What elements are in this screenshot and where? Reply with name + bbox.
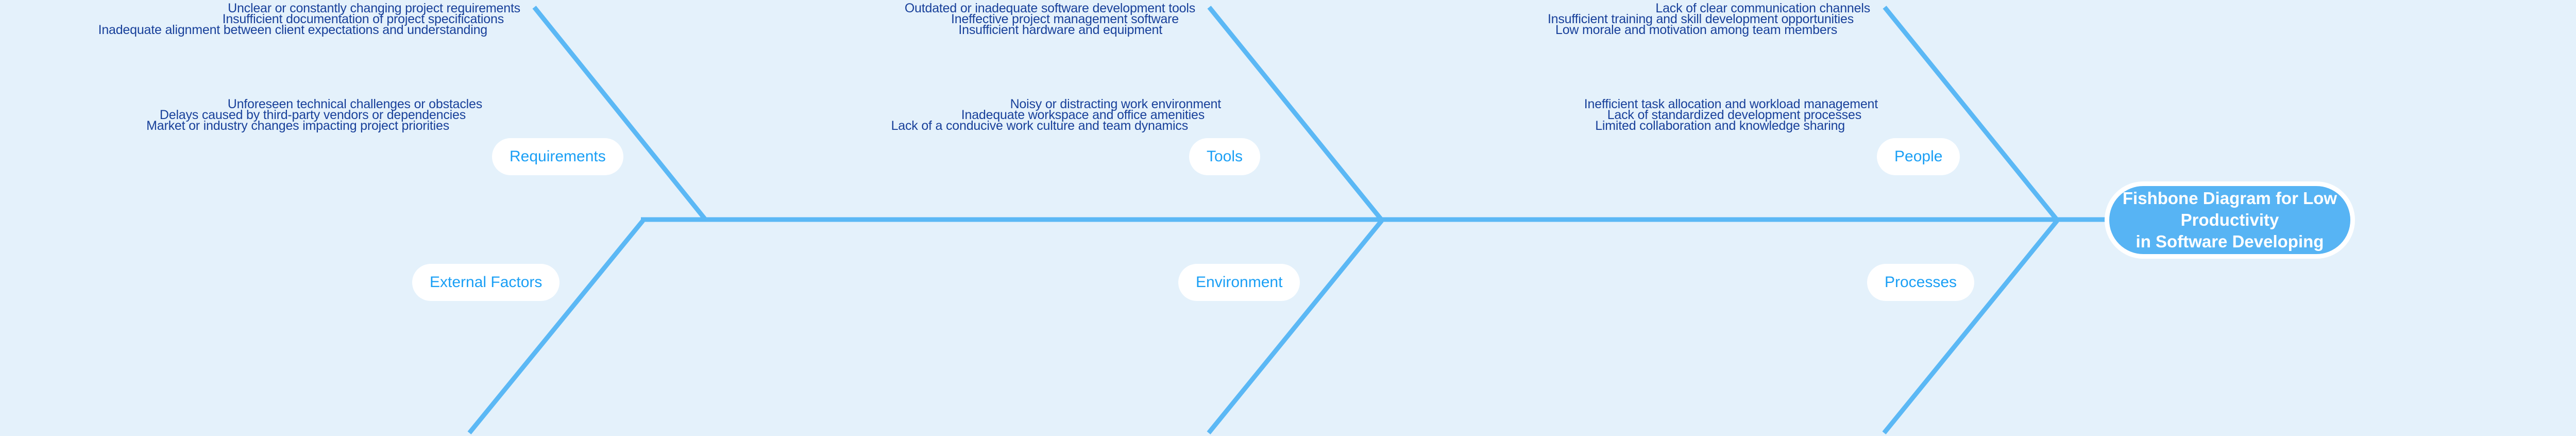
cause-label: Unclear or constantly changing project r… — [228, 1, 520, 15]
category-pill-tools[interactable]: Tools — [1189, 138, 1261, 175]
cause-label: Low morale and motivation among team mem… — [1555, 23, 1837, 37]
branch-requirements — [532, 6, 708, 222]
cause-label: Market or industry changes impacting pro… — [146, 119, 449, 133]
cause-label: Lack of clear communication channels — [1655, 1, 1870, 15]
branch-processes — [1882, 219, 2059, 434]
branch-environment — [1207, 219, 1384, 434]
cause-label: Insufficient documentation of project sp… — [222, 12, 504, 26]
category-pill-environment[interactable]: Environment — [1178, 264, 1300, 301]
cause-label: Ineffective project management software — [951, 12, 1179, 26]
category-pill-label: Environment — [1196, 274, 1283, 291]
cause-label: Inefficient task allocation and workload… — [1584, 97, 1878, 111]
branch-people — [1883, 6, 2059, 222]
diagram-head-title: Fishbone Diagram for Low Productivity in… — [2105, 181, 2355, 259]
category-pill-label: People — [1894, 148, 1943, 165]
category-pill-label: External Factors — [430, 274, 543, 291]
category-pill-people[interactable]: People — [1877, 138, 1960, 175]
cause-label: Inadequate alignment between client expe… — [98, 23, 488, 37]
branch-tools — [1207, 6, 1384, 222]
cause-label: Limited collaboration and knowledge shar… — [1595, 119, 1845, 133]
branch-external-factors — [467, 219, 645, 434]
cause-label: Inadequate workspace and office amenitie… — [961, 108, 1205, 122]
category-pill-label: Requirements — [510, 148, 606, 165]
diagram-title-line-1: Fishbone Diagram for Low Productivity — [2122, 188, 2337, 229]
cause-label: Noisy or distracting work environment — [1010, 97, 1222, 111]
category-pill-external-factors[interactable]: External Factors — [412, 264, 560, 301]
cause-label: Outdated or inadequate software developm… — [904, 1, 1195, 15]
cause-label: Unforeseen technical challenges or obsta… — [227, 97, 482, 111]
cause-label: Lack of standardized development process… — [1607, 108, 1861, 122]
diagram-title-line-2: in Software Developing — [2136, 232, 2324, 251]
category-pill-requirements[interactable]: Requirements — [492, 138, 623, 175]
category-pill-label: Processes — [1885, 274, 1957, 291]
category-pill-processes[interactable]: Processes — [1867, 264, 1975, 301]
cause-label: Insufficient training and skill developm… — [1547, 12, 1854, 26]
cause-label: Delays caused by third-party vendors or … — [159, 108, 466, 122]
cause-label: Insufficient hardware and equipment — [958, 23, 1162, 37]
cause-label: Lack of a conducive work culture and tea… — [891, 119, 1189, 133]
category-pill-label: Tools — [1207, 148, 1243, 165]
